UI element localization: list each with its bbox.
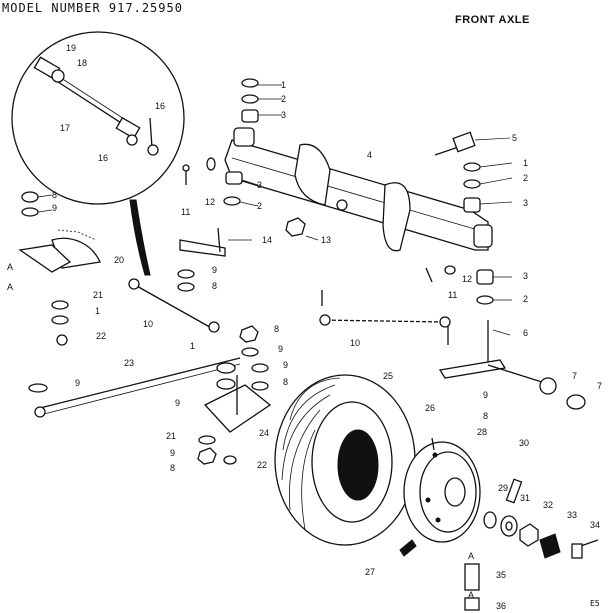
spindle-right [438, 320, 586, 410]
valve-stem [431, 437, 435, 451]
wheel-rim [403, 441, 481, 543]
spindle-hardware-right-bottom [476, 269, 512, 305]
pivot-bolt [434, 131, 511, 156]
callout: 14 [262, 235, 272, 245]
steering-sector [18, 191, 101, 346]
callout: 11 [181, 207, 190, 217]
callout: 29 [498, 483, 508, 493]
callout: 10 [143, 319, 153, 329]
callout: 8 [170, 463, 175, 473]
spindle-left [179, 227, 252, 257]
callout: 3 [523, 198, 528, 208]
callout: 9 [52, 203, 57, 213]
axle-beam [224, 127, 493, 252]
diagram-title: FRONT AXLE [455, 14, 530, 26]
callout: 8 [52, 190, 57, 200]
callout: 19 [66, 43, 76, 53]
callout: 1 [95, 306, 100, 316]
callout: 16 [155, 101, 165, 111]
callout: 3 [281, 110, 286, 120]
callout: 31 [520, 493, 530, 503]
callout: 2 [523, 173, 528, 183]
callout: A [468, 551, 474, 561]
callout: 18 [77, 58, 87, 68]
tie-rod-right [319, 290, 451, 345]
callout: 6 [523, 328, 528, 338]
callout: 22 [257, 460, 267, 470]
grease-fittings [182, 157, 456, 283]
callout: 5 [512, 133, 517, 143]
callout: 1 [281, 80, 286, 90]
callout: 34 [590, 520, 600, 530]
callout: 27 [365, 567, 375, 577]
callout: 12 [205, 197, 215, 207]
callout: 8 [283, 377, 288, 387]
detail-inset [11, 31, 185, 276]
callout: 7 [597, 381, 602, 391]
callout: 4 [367, 150, 372, 160]
callout: A [468, 590, 474, 600]
callout: 25 [383, 371, 393, 381]
callout: 1 [190, 341, 195, 351]
callout: 8 [274, 324, 279, 334]
callout: 9 [278, 344, 283, 354]
callout: 8 [212, 281, 217, 291]
callout: 3 [523, 271, 528, 281]
callout: 36 [496, 601, 506, 611]
callout: A [7, 282, 13, 292]
callout: 8 [483, 411, 488, 421]
callout: 9 [75, 378, 80, 388]
callout: 23 [124, 358, 134, 368]
callout: 12 [462, 274, 472, 284]
callout: 28 [477, 427, 487, 437]
spindle-hardware-right-top [463, 162, 513, 213]
callout: A [7, 262, 13, 272]
callout: 13 [321, 235, 331, 245]
callout: 21 [93, 290, 103, 300]
callout: 30 [519, 438, 529, 448]
drag-link [128, 269, 220, 333]
callout: 32 [543, 500, 553, 510]
callout: 26 [425, 403, 435, 413]
callout: 22 [96, 331, 106, 341]
callout: 16 [98, 153, 108, 163]
callout: 2 [523, 294, 528, 304]
callout: 7 [572, 371, 577, 381]
callout: 33 [567, 510, 577, 520]
callout: 9 [483, 390, 488, 400]
callout: 10 [350, 338, 360, 348]
hub-parts [464, 478, 599, 611]
callout: 20 [114, 255, 124, 265]
tire [274, 374, 416, 546]
callout: 9 [212, 265, 217, 275]
figure-code: E5 [590, 599, 600, 608]
callout: 1 [523, 158, 528, 168]
callout: 11 [448, 290, 457, 300]
steering-linkage-lower [28, 325, 272, 465]
callout: 35 [496, 570, 506, 580]
valve [399, 539, 417, 557]
model-number: MODEL NUMBER 917.25950 [2, 1, 183, 15]
nut [285, 217, 306, 237]
spindle-hardware-left-top [241, 78, 282, 123]
callout: 9 [283, 360, 288, 370]
callout: 9 [175, 398, 180, 408]
callout: 3 [257, 180, 262, 190]
callout: 21 [166, 431, 176, 441]
callout: 24 [259, 428, 269, 438]
callout: 2 [257, 201, 262, 211]
spindle-hardware-left-bottom [223, 171, 259, 207]
callout: 9 [170, 448, 175, 458]
callout: 17 [60, 123, 70, 133]
callout: 2 [281, 94, 286, 104]
